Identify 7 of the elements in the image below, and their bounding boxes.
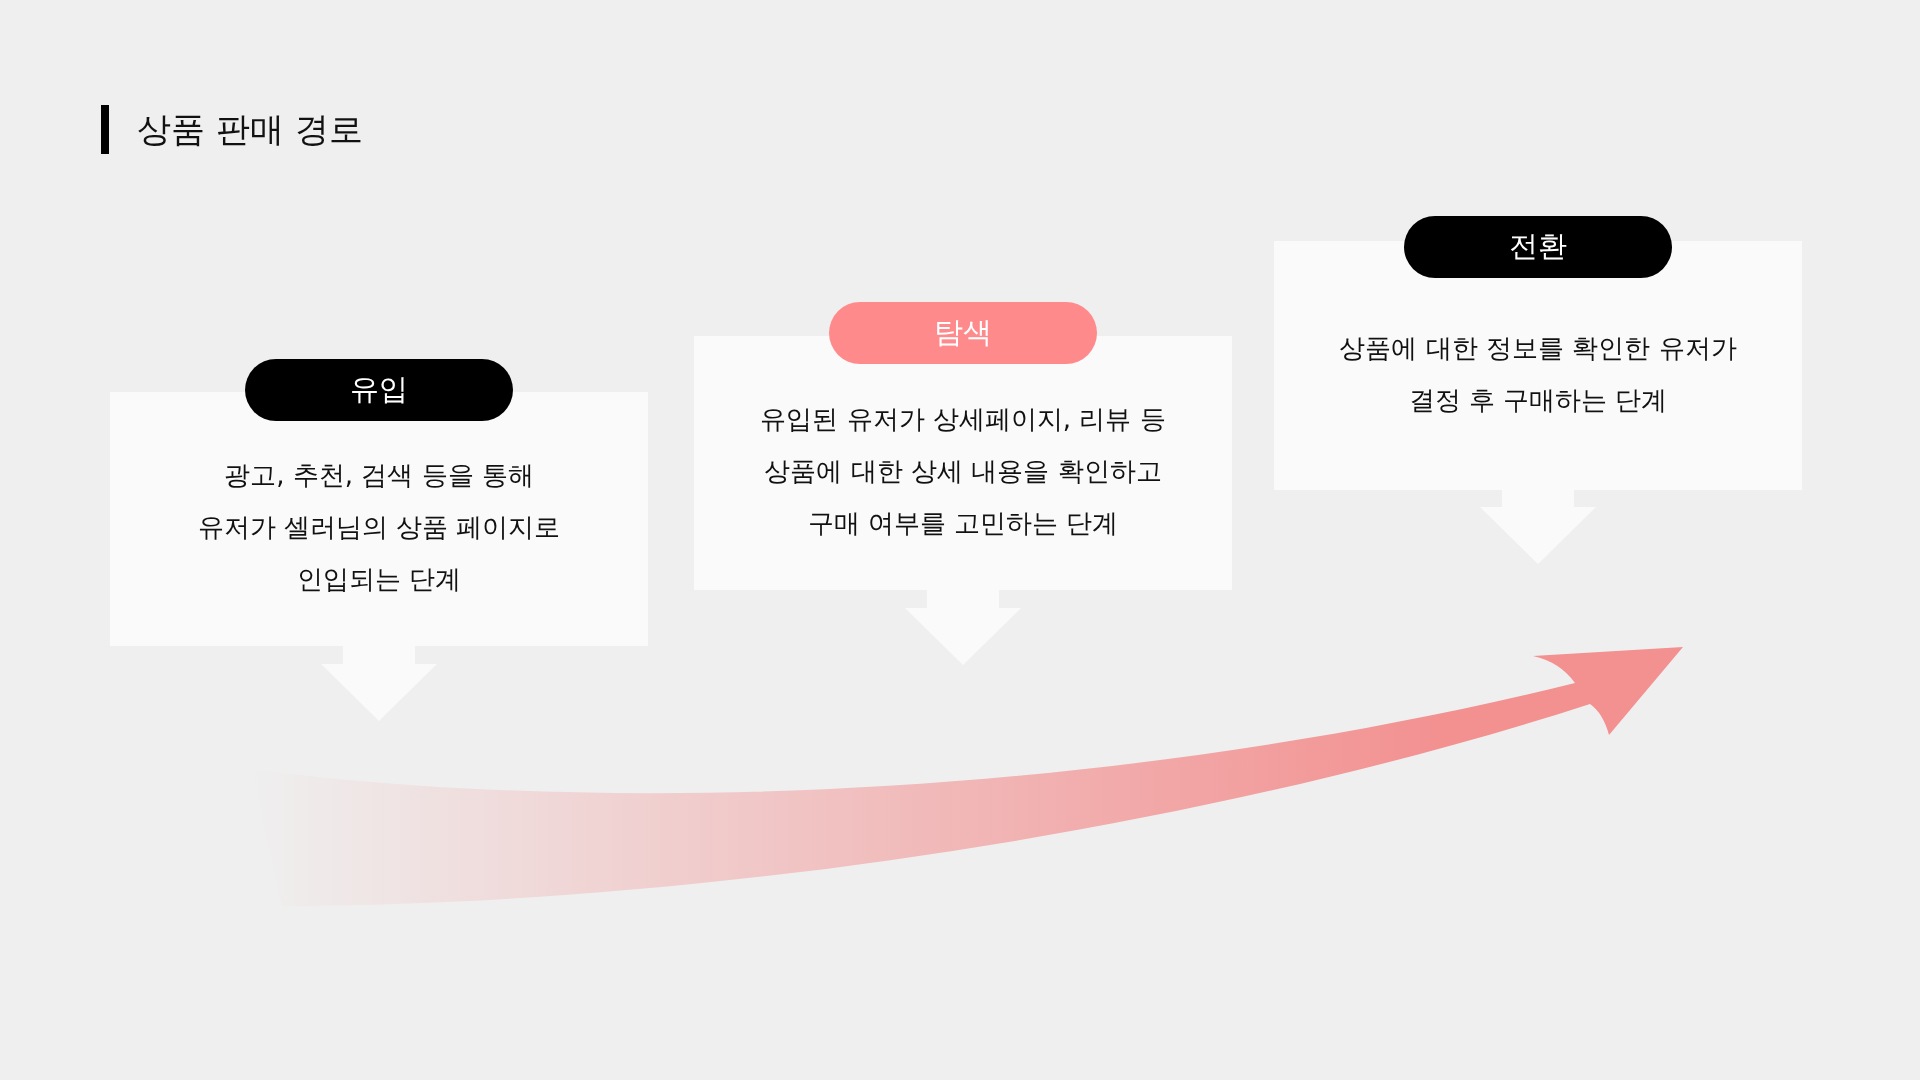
- step-description: 광고, 추천, 검색 등을 통해 유저가 셀러님의 상품 페이지로 인입되는 단계: [196, 459, 562, 596]
- step-description: 유입된 유저가 상세페이지, 리뷰 등 상품에 대한 상세 내용을 확인하고 구매 여부를 고민하는 단계: [759, 403, 1167, 540]
- step-tag: 유입: [245, 359, 513, 421]
- step-description: 상품에 대한 정보를 확인한 유저가 결정 후 구매하는 단계: [1338, 331, 1738, 417]
- diagram-title: 상품 판매 경로: [137, 108, 363, 151]
- step-tag: 탐색: [829, 302, 1097, 364]
- step-tag: 전환: [1404, 216, 1672, 278]
